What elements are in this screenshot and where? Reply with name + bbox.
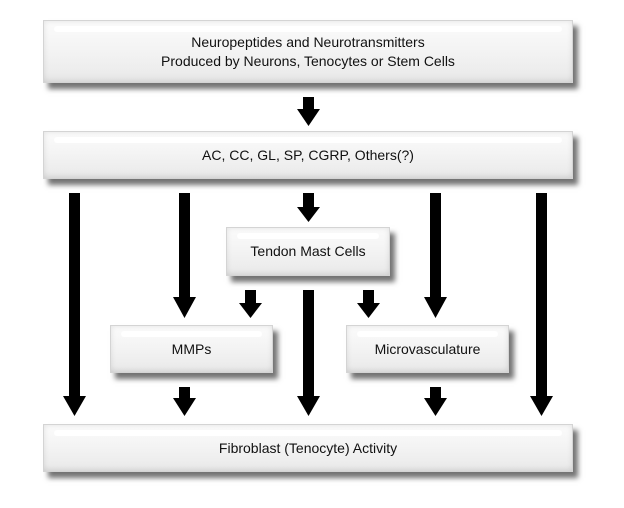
node-fibroblast-activity: Fibroblast (Tenocyte) Activity — [43, 424, 573, 472]
node-fibroblast-activity-label: Fibroblast (Tenocyte) Activity — [218, 439, 398, 456]
node-microvasculature-label: Microvasculature — [374, 340, 481, 357]
arrow-agents-to-mmps — [173, 193, 196, 318]
node-mmps: MMPs — [110, 325, 273, 373]
node-mmps-label: MMPs — [171, 340, 212, 357]
arrow-agents-to-mast-cells — [297, 193, 320, 222]
arrow-agents-to-microvasculature — [424, 193, 447, 318]
arrow-neuro-to-agents — [297, 97, 320, 126]
arrow-agents-to-fibroblast-right — [530, 193, 553, 416]
arrow-microvasculature-to-fibroblast — [424, 387, 447, 416]
arrow-mast-cells-to-microvasculature — [357, 290, 380, 318]
arrow-mmps-to-fibroblast — [173, 387, 196, 416]
node-agents-label: AC, CC, GL, SP, CGRP, Others(?) — [202, 146, 414, 163]
arrow-mast-cells-to-mmps — [239, 290, 262, 318]
arrow-agents-to-fibroblast-left — [63, 193, 86, 416]
node-neuropeptides-line-1: Neuropeptides and Neurotransmitters — [191, 33, 425, 50]
node-neuropeptides-line-2: Produced by Neurons, Tenocytes or Stem C… — [161, 52, 455, 69]
node-neuropeptides: Neuropeptides and Neurotransmitters Prod… — [43, 20, 573, 83]
node-tendon-mast-cells: Tendon Mast Cells — [226, 227, 390, 276]
arrow-mast-cells-to-fibroblast — [297, 290, 320, 416]
node-microvasculature: Microvasculature — [346, 325, 509, 373]
node-agents: AC, CC, GL, SP, CGRP, Others(?) — [43, 131, 573, 179]
node-tendon-mast-cells-label: Tendon Mast Cells — [250, 243, 366, 259]
